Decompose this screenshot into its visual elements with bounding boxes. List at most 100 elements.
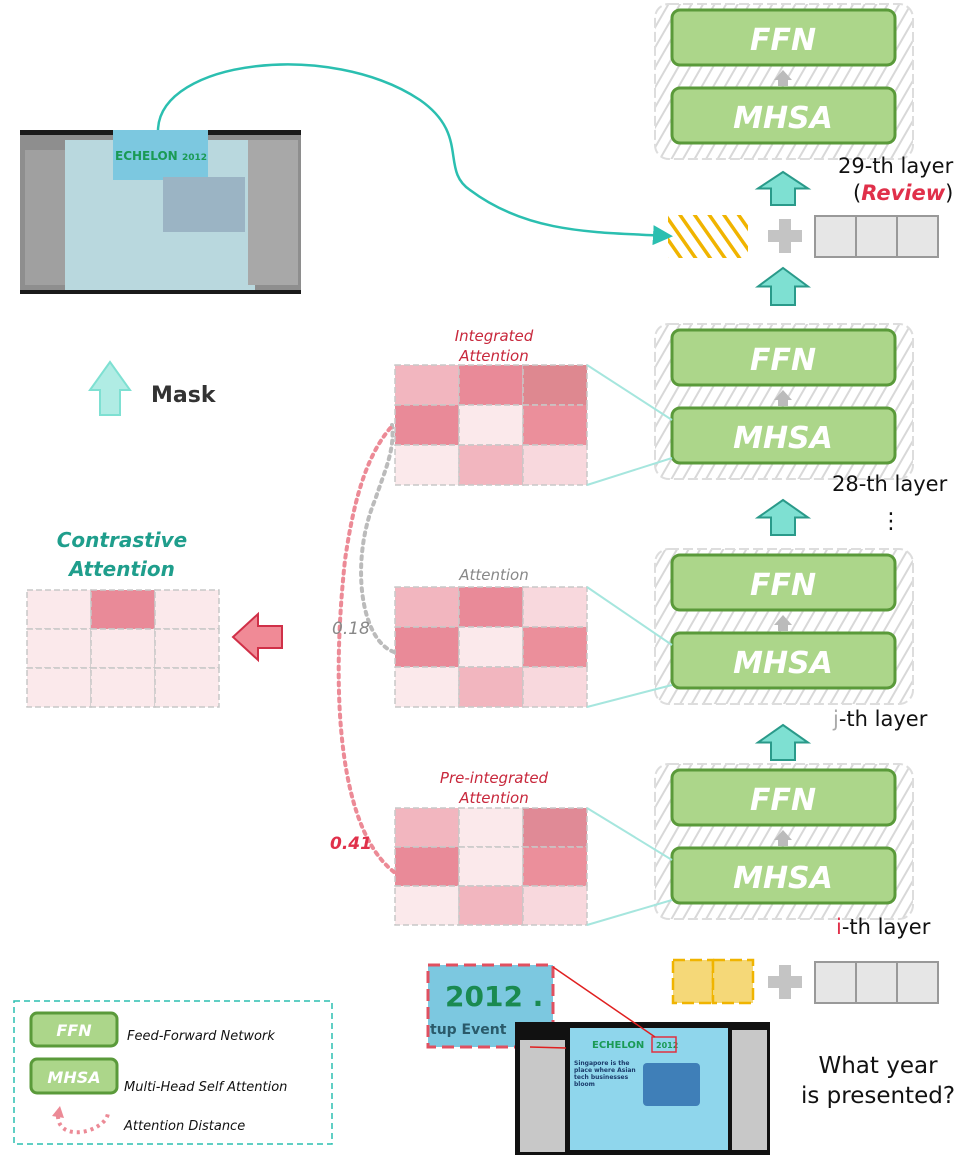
legend-mhsa-full: Multi-Head Self Attention	[124, 1080, 287, 1095]
transformer-layer: FFN MHSA	[654, 548, 914, 705]
attention-cell	[394, 586, 460, 628]
inner-arrow-icon	[774, 830, 792, 846]
attention-cell	[458, 626, 524, 668]
attention-cell	[458, 444, 524, 486]
attention-cell	[26, 589, 92, 630]
masked-image-tokens	[668, 215, 748, 258]
inner-arrow-icon	[774, 390, 792, 406]
ffn-block	[670, 8, 897, 67]
layer-label-i: i-th layer	[836, 915, 931, 939]
legend: FFN Feed-Forward Network MHSA Multi-Head…	[13, 1000, 333, 1145]
attention-cell	[90, 589, 156, 630]
integrated-title-2: Attention	[458, 347, 529, 365]
plus-icon	[768, 219, 802, 253]
up-arrow-icon	[754, 170, 812, 206]
legend-ffn-swatch	[29, 1011, 119, 1048]
i-suffix: -th layer	[842, 915, 931, 939]
mask-connector-arrow	[156, 63, 673, 246]
i-index: i	[836, 915, 842, 939]
review-note: (Review)	[853, 181, 953, 205]
inner-arrow-icon	[774, 615, 792, 631]
attention-cell	[522, 846, 588, 887]
layer-label-j: j-th layer	[832, 707, 928, 731]
attention-cell	[522, 885, 588, 926]
photo-slide-text: Singapore is the place where Asian tech …	[574, 1060, 636, 1088]
mhsa-label: MHSA	[733, 861, 833, 896]
contrast-arrow-icon	[231, 611, 283, 663]
attention-cell	[522, 807, 588, 848]
legend-ffn-short: FFN	[56, 1021, 92, 1040]
up-arrow-icon	[754, 498, 812, 536]
attention-cell	[394, 444, 460, 486]
attention-cell	[394, 807, 460, 848]
pre-integrated-title-2: Attention	[458, 789, 529, 807]
grid-connectors	[586, 364, 673, 926]
pre-integrated-attention-grid	[394, 807, 588, 926]
transformer-layer: FFN MHSA	[654, 763, 914, 920]
mask-label: Mask	[151, 383, 217, 408]
attention-cell	[458, 586, 524, 628]
layer-label-28: 28-th layer	[832, 472, 948, 496]
photo-slide-year: 2012	[656, 1041, 678, 1050]
contrastive-attention-grid	[26, 589, 220, 708]
attention-cell	[90, 667, 156, 708]
ellipsis: ⋮	[880, 509, 902, 534]
attention-cell	[394, 885, 460, 926]
slide-title: ECHELON	[115, 149, 178, 163]
up-arrow-icon	[754, 266, 812, 306]
question-line-1: What year	[818, 1053, 938, 1079]
mask-arrow-icon	[88, 360, 132, 416]
text-tokens	[814, 215, 939, 258]
question-line-2: is presented?	[801, 1083, 955, 1109]
legend-ffn-full: Feed-Forward Network	[127, 1029, 275, 1044]
attention-cell	[458, 807, 524, 848]
attention-cell	[458, 846, 524, 887]
pre-integrated-title-1: Pre-integrated	[440, 769, 549, 787]
crop-year: 2012 .	[445, 980, 543, 1013]
legend-distance-arc-icon	[56, 1111, 110, 1135]
attention-cell	[26, 667, 92, 708]
attention-cell	[458, 404, 524, 446]
pre-integrated-distance-arc	[336, 423, 396, 874]
masked-image: ECHELON 2012	[20, 130, 301, 294]
j-suffix: -th layer	[839, 707, 928, 731]
slide-year: 2012	[182, 153, 207, 163]
text-tokens	[814, 961, 939, 1004]
image-tokens	[671, 958, 755, 1005]
legend-mhsa-short: MHSA	[47, 1068, 100, 1087]
mhsa-block	[670, 86, 897, 145]
mhsa-label: MHSA	[733, 646, 833, 681]
attention-cell	[522, 626, 588, 668]
attention-cell	[394, 666, 460, 708]
integrated-title-1: Integrated	[455, 327, 534, 345]
ffn-block	[670, 768, 897, 827]
photo-slide-title: ECHELON	[592, 1040, 644, 1051]
attention-distance-arc	[359, 423, 396, 654]
ffn-label: FFN	[750, 783, 816, 818]
ffn-block	[670, 553, 897, 612]
contrastive-title-2: Attention	[67, 557, 175, 581]
attention-cell	[90, 628, 156, 669]
attention-cell	[394, 626, 460, 668]
ffn-label: FFN	[750, 568, 816, 603]
attention-cell	[154, 628, 220, 669]
attention-cell	[458, 666, 524, 708]
mhsa-block	[670, 631, 897, 690]
attention-cell	[458, 885, 524, 926]
legend-mhsa-swatch	[29, 1057, 119, 1095]
integrated-attention-grid	[394, 364, 588, 486]
review-text: Review	[861, 181, 945, 205]
attention-cell	[522, 404, 588, 446]
crop-sub: tup Event	[430, 1022, 507, 1038]
attention-cell	[394, 404, 460, 446]
distance-value-attention: 0.18	[332, 619, 370, 639]
attention-cell	[522, 586, 588, 628]
mhsa-label: MHSA	[733, 101, 833, 136]
attention-cell	[394, 364, 460, 406]
j-index: j	[832, 707, 839, 731]
distance-value-pre-integrated: 0.41	[330, 834, 372, 854]
attention-cell	[26, 628, 92, 669]
attention-cell	[522, 364, 588, 406]
input-image: ECHELON 2012 Singapore is the place wher…	[515, 1022, 770, 1155]
